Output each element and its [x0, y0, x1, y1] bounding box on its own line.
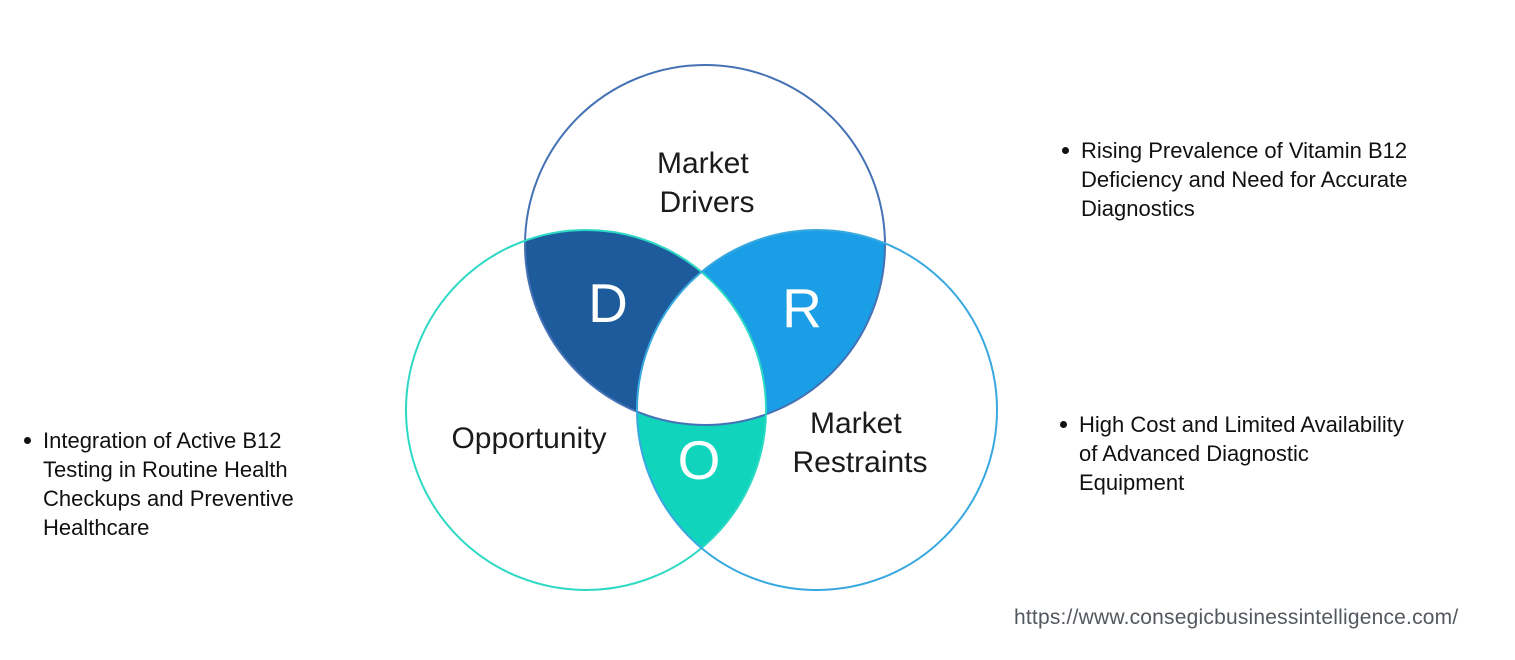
opportunity-label: Opportunity: [451, 422, 606, 455]
letter-o: O: [678, 429, 721, 491]
drivers-bullet-line3: Diagnostics: [1081, 196, 1195, 221]
restraints-bullet-text: High Cost and Limited Availability of Ad…: [1079, 410, 1404, 497]
bullet-dot-icon: [1062, 147, 1069, 154]
bullet-dot-icon: [24, 437, 31, 444]
restraints-bullet-line1: High Cost and Limited Availability: [1079, 412, 1404, 437]
drivers-label-line2: Drivers: [660, 186, 755, 219]
restraints-label: Market Restraints: [792, 407, 927, 479]
restraints-bullet-line2: of Advanced Diagnostic: [1079, 441, 1309, 466]
drivers-bullet-line2: Deficiency and Need for Accurate: [1081, 167, 1408, 192]
triple-intersection-group: [637, 230, 766, 425]
restraints-label-line1: Market: [810, 407, 902, 440]
opportunity-bullet-line2: Testing in Routine Health: [43, 457, 288, 482]
drivers-bullet-text: Rising Prevalence of Vitamin B12 Deficie…: [1081, 136, 1408, 223]
drivers-label-line1: Market: [657, 147, 749, 180]
triple-intersection: [637, 230, 766, 425]
opportunity-bullet-text: Integration of Active B12 Testing in Rou…: [43, 426, 294, 542]
opportunity-bullet: Integration of Active B12 Testing in Rou…: [24, 426, 354, 542]
drivers-circle-outline: [524, 64, 886, 426]
opportunity-label-line1: Opportunity: [451, 422, 606, 455]
opportunity-bullet-line4: Healthcare: [43, 515, 150, 540]
restraints-label-line2: Restraints: [792, 446, 927, 479]
restraints-bullet-line3: Equipment: [1079, 470, 1185, 495]
drivers-label: Market Drivers: [657, 147, 757, 219]
drivers-bullet: Rising Prevalence of Vitamin B12 Deficie…: [1062, 136, 1472, 223]
opportunity-bullet-line1: Integration of Active B12: [43, 428, 282, 453]
drivers-bullet-line1: Rising Prevalence of Vitamin B12: [1081, 138, 1408, 163]
restraints-bullet: High Cost and Limited Availability of Ad…: [1060, 410, 1470, 497]
opportunity-circle-outline: [405, 229, 767, 591]
source-url: https://www.consegicbusinessintelligence…: [1014, 606, 1459, 629]
letter-r: R: [782, 277, 822, 339]
opportunity-bullet-line3: Checkups and Preventive: [43, 486, 294, 511]
letter-d: D: [588, 272, 628, 334]
restraints-circle-outline: [636, 229, 998, 591]
bullet-dot-icon: [1060, 421, 1067, 428]
